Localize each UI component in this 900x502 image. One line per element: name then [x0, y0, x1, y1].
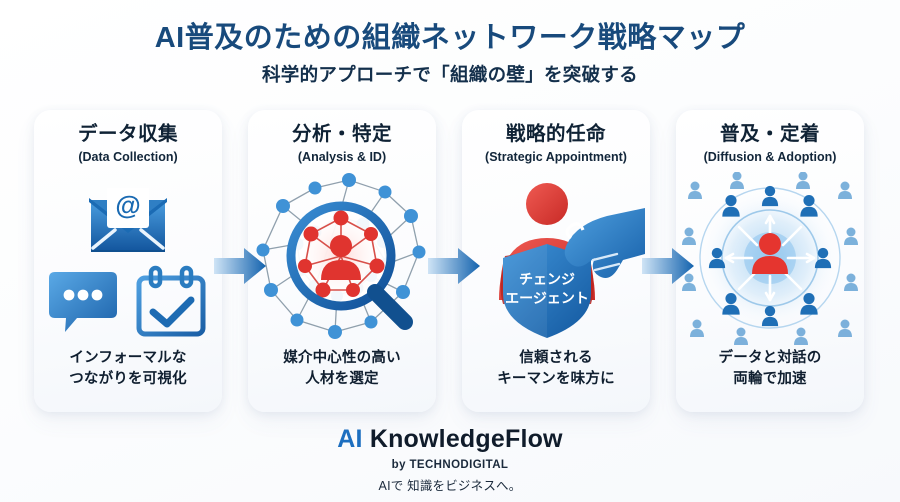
- card-data-collection[interactable]: データ収集 (Data Collection): [34, 110, 222, 412]
- email-at-icon: @: [89, 188, 167, 252]
- person-highlight-icon: [298, 210, 385, 298]
- card-artwork: [676, 172, 864, 350]
- footer: AI KnowledgeFlow by TECHNODIGITAL AIで 知識…: [0, 425, 900, 494]
- card-artwork: @: [34, 172, 222, 350]
- flow-arrow-1: [214, 245, 266, 287]
- brand-tagline: AIで 知識をビジネスへ。: [378, 478, 522, 493]
- card-title-en: (Diffusion & Adoption): [703, 150, 837, 165]
- page-subtitle: 科学的アプローチで「組織の壁」を突破する: [261, 64, 638, 86]
- card-title-jp: 普及・定着: [719, 123, 820, 145]
- card-caption: インフォーマルなつながりを可視化: [69, 349, 187, 387]
- card-row: データ収集 (Data Collection): [0, 110, 900, 415]
- card-artwork: チェンジ エージェント: [462, 172, 650, 350]
- header: AI普及のための組織ネットワーク戦略マップ 科学的アプローチで「組織の壁」を突破…: [0, 22, 900, 87]
- flow-arrow-2: [428, 245, 480, 287]
- card-caption: 信頼されるキーマンを味方に: [497, 349, 615, 387]
- shield-label-line2: エージェント: [505, 290, 589, 306]
- diffusion-arrows: [724, 214, 816, 302]
- magnifier-icon: [286, 201, 413, 330]
- card-diffusion[interactable]: 普及・定着 (Diffusion & Adoption): [676, 110, 864, 412]
- card-caption: データと対話の両輪で加速: [718, 349, 822, 387]
- page-title: AI普及のための組織ネットワーク戦略マップ: [154, 22, 746, 54]
- card-strategic-appointment[interactable]: 戦略的任命 (Strategic Appointment): [462, 110, 650, 412]
- center-person-icon: [752, 233, 788, 274]
- card-title-jp: 戦略的任命: [505, 123, 606, 145]
- card-title-en: (Data Collection): [78, 150, 178, 165]
- card-header: 戦略的任命 (Strategic Appointment): [462, 123, 650, 165]
- brand-rest: KnowledgeFlow: [362, 425, 563, 453]
- card-title-en: (Strategic Appointment): [485, 150, 627, 165]
- card-header: 普及・定着 (Diffusion & Adoption): [676, 123, 864, 165]
- flow-arrow-3: [642, 245, 694, 287]
- svg-text:@: @: [115, 190, 140, 220]
- brand-byline: by TECHNODIGITAL: [391, 458, 509, 471]
- card-title-jp: データ収集: [77, 123, 178, 145]
- diffusion-network-icon: [682, 172, 858, 345]
- card-analysis[interactable]: 分析・特定 (Analysis & ID): [248, 110, 436, 412]
- card-header: データ収集 (Data Collection): [34, 123, 222, 165]
- card-header: 分析・特定 (Analysis & ID): [248, 123, 436, 165]
- card-title-en: (Analysis & ID): [297, 150, 387, 165]
- brand-name: AI KnowledgeFlow: [0, 425, 900, 454]
- card-caption: 媒介中心性の高い人材を選定: [283, 349, 401, 387]
- card-title-jp: 分析・特定: [291, 123, 392, 145]
- calendar-check-icon: [136, 265, 206, 337]
- chat-bubble-icon: [49, 272, 117, 332]
- shield-label-line1: チェンジ: [519, 271, 575, 287]
- card-artwork: [248, 172, 436, 350]
- pointing-hand-icon: [564, 208, 645, 278]
- brand-accent: AI: [337, 425, 363, 453]
- shield-icon: チェンジ エージェント: [503, 244, 591, 338]
